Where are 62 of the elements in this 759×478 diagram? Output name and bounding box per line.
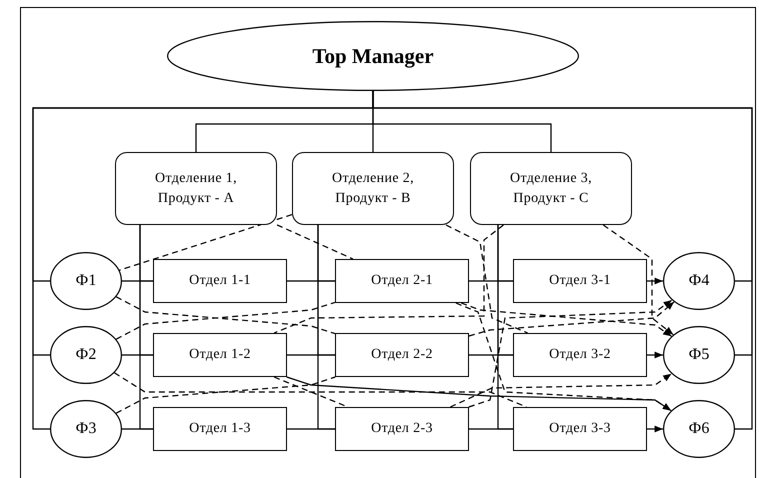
function-ellipse xyxy=(663,326,735,384)
node-label: Отдел 2-1 xyxy=(371,272,433,290)
node-label: Ф1 xyxy=(76,271,96,291)
connector-line xyxy=(647,426,663,432)
dashed-connector xyxy=(116,296,336,334)
node-label: Отдел 3-1 xyxy=(549,272,611,290)
department-box xyxy=(335,259,469,303)
department-box xyxy=(153,407,287,451)
department-box xyxy=(153,333,287,377)
department-box xyxy=(513,407,647,451)
dashed-connector xyxy=(450,373,672,408)
node-label: Ф3 xyxy=(76,419,96,439)
dashed-connector xyxy=(116,376,336,414)
connector-line xyxy=(469,280,513,282)
function-ellipse xyxy=(50,326,122,384)
node-label: Отделение 2, Продукт - В xyxy=(331,170,415,208)
connector-line xyxy=(122,354,153,356)
division-box xyxy=(292,152,454,225)
dashed-connector xyxy=(602,224,674,336)
function-ellipse xyxy=(50,252,122,310)
node-label: Отдел 1-2 xyxy=(189,346,251,364)
node-label: Ф6 xyxy=(688,419,710,439)
connector-line xyxy=(372,91,753,430)
department-box xyxy=(513,333,647,377)
connector-line xyxy=(287,428,335,430)
function-ellipse xyxy=(50,400,122,458)
node-label: Отдел 3-2 xyxy=(549,346,611,364)
connector-line xyxy=(469,428,513,430)
connector-line xyxy=(286,376,672,412)
node-label: Отделение 3, Продукт - С xyxy=(509,170,593,208)
connector-line xyxy=(122,428,153,430)
node-label: Отдел 2-2 xyxy=(371,346,433,364)
node-label: Отдел 2-3 xyxy=(371,420,433,438)
dashed-connector xyxy=(116,302,336,340)
connector-line xyxy=(287,354,335,356)
dashed-connector xyxy=(274,224,504,334)
division-box xyxy=(115,152,277,225)
connector-line xyxy=(469,354,513,356)
node-label: Отдел 1-1 xyxy=(189,272,251,290)
department-box xyxy=(335,333,469,377)
manager-ellipse xyxy=(167,21,579,91)
node-label: Ф4 xyxy=(688,271,710,291)
division-box xyxy=(470,152,632,225)
connector-line xyxy=(647,352,663,358)
function-ellipse xyxy=(663,252,735,310)
node-label: Отдел 1-3 xyxy=(189,420,251,438)
dashed-connector xyxy=(446,224,528,334)
department-box xyxy=(335,407,469,451)
dashed-connector xyxy=(276,224,354,260)
node-label: Отделение 1, Продукт - А xyxy=(154,170,238,208)
node-label: Отдел 3-3 xyxy=(549,420,611,438)
dashed-connector xyxy=(114,372,527,408)
connector-line xyxy=(122,280,153,282)
function-ellipse xyxy=(663,400,735,458)
node-label: Top Manager xyxy=(312,42,434,70)
department-box xyxy=(513,259,647,303)
node-label: Ф2 xyxy=(76,345,96,365)
node-label: Ф5 xyxy=(688,345,710,365)
department-box xyxy=(153,259,287,303)
connector-line xyxy=(647,278,663,284)
connector-line xyxy=(287,280,335,282)
dashed-connector xyxy=(119,214,292,271)
